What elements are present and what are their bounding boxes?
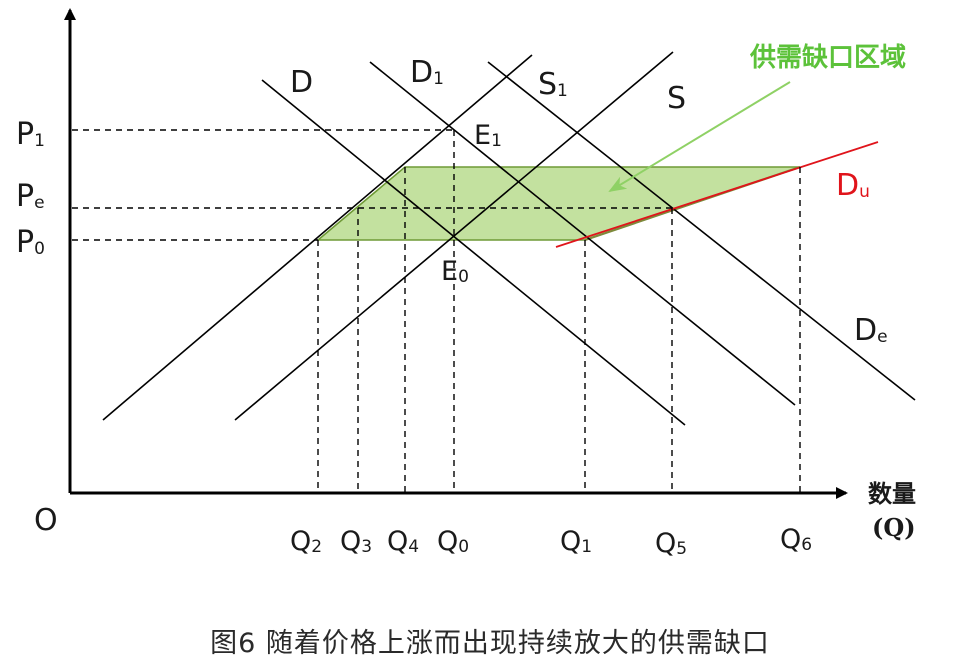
point-label-e0: E0 bbox=[441, 256, 469, 287]
x-axis-title-line1: 数量 bbox=[868, 479, 916, 508]
demand-curve-d1 bbox=[369, 61, 796, 406]
quantity-label-q5: Q5 bbox=[655, 528, 687, 559]
demand-curve-du bbox=[555, 141, 879, 248]
figure-caption: 图6 随着价格上涨而出现持续放大的供需缺口 bbox=[210, 628, 770, 659]
annotation-arrow bbox=[608, 81, 791, 193]
gap-region bbox=[315, 166, 801, 241]
curve-label-s1: S1 bbox=[538, 67, 568, 102]
origin-label: O bbox=[34, 503, 58, 538]
x-axis-title-line2: (Q) bbox=[872, 513, 916, 542]
curve-label-d: D bbox=[290, 65, 313, 100]
point-label-e1: E1 bbox=[474, 120, 502, 151]
curve-label-du: Du bbox=[836, 168, 870, 203]
quantity-label-q3: Q3 bbox=[340, 526, 372, 557]
curve-label-s: S bbox=[667, 81, 686, 116]
price-label-pe: Pe bbox=[16, 179, 45, 214]
supply-curve-s1 bbox=[102, 54, 533, 421]
gap-region-annotation: 供需缺口区域 bbox=[749, 43, 906, 73]
quantity-label-q2: Q2 bbox=[290, 526, 322, 557]
curve-label-de: De bbox=[854, 313, 888, 348]
quantity-label-q6: Q6 bbox=[780, 524, 812, 555]
supply-curve-s bbox=[234, 51, 674, 421]
demand-curve-de bbox=[487, 61, 916, 401]
demand-curve-d bbox=[261, 79, 686, 426]
price-label-p1: P1 bbox=[16, 117, 45, 152]
curve-label-d1: D1 bbox=[410, 55, 444, 90]
quantity-label-q4: Q4 bbox=[387, 526, 419, 557]
quantity-label-q1: Q1 bbox=[560, 526, 592, 557]
price-label-p0: P0 bbox=[16, 225, 45, 260]
quantity-label-q0: Q0 bbox=[437, 526, 469, 557]
